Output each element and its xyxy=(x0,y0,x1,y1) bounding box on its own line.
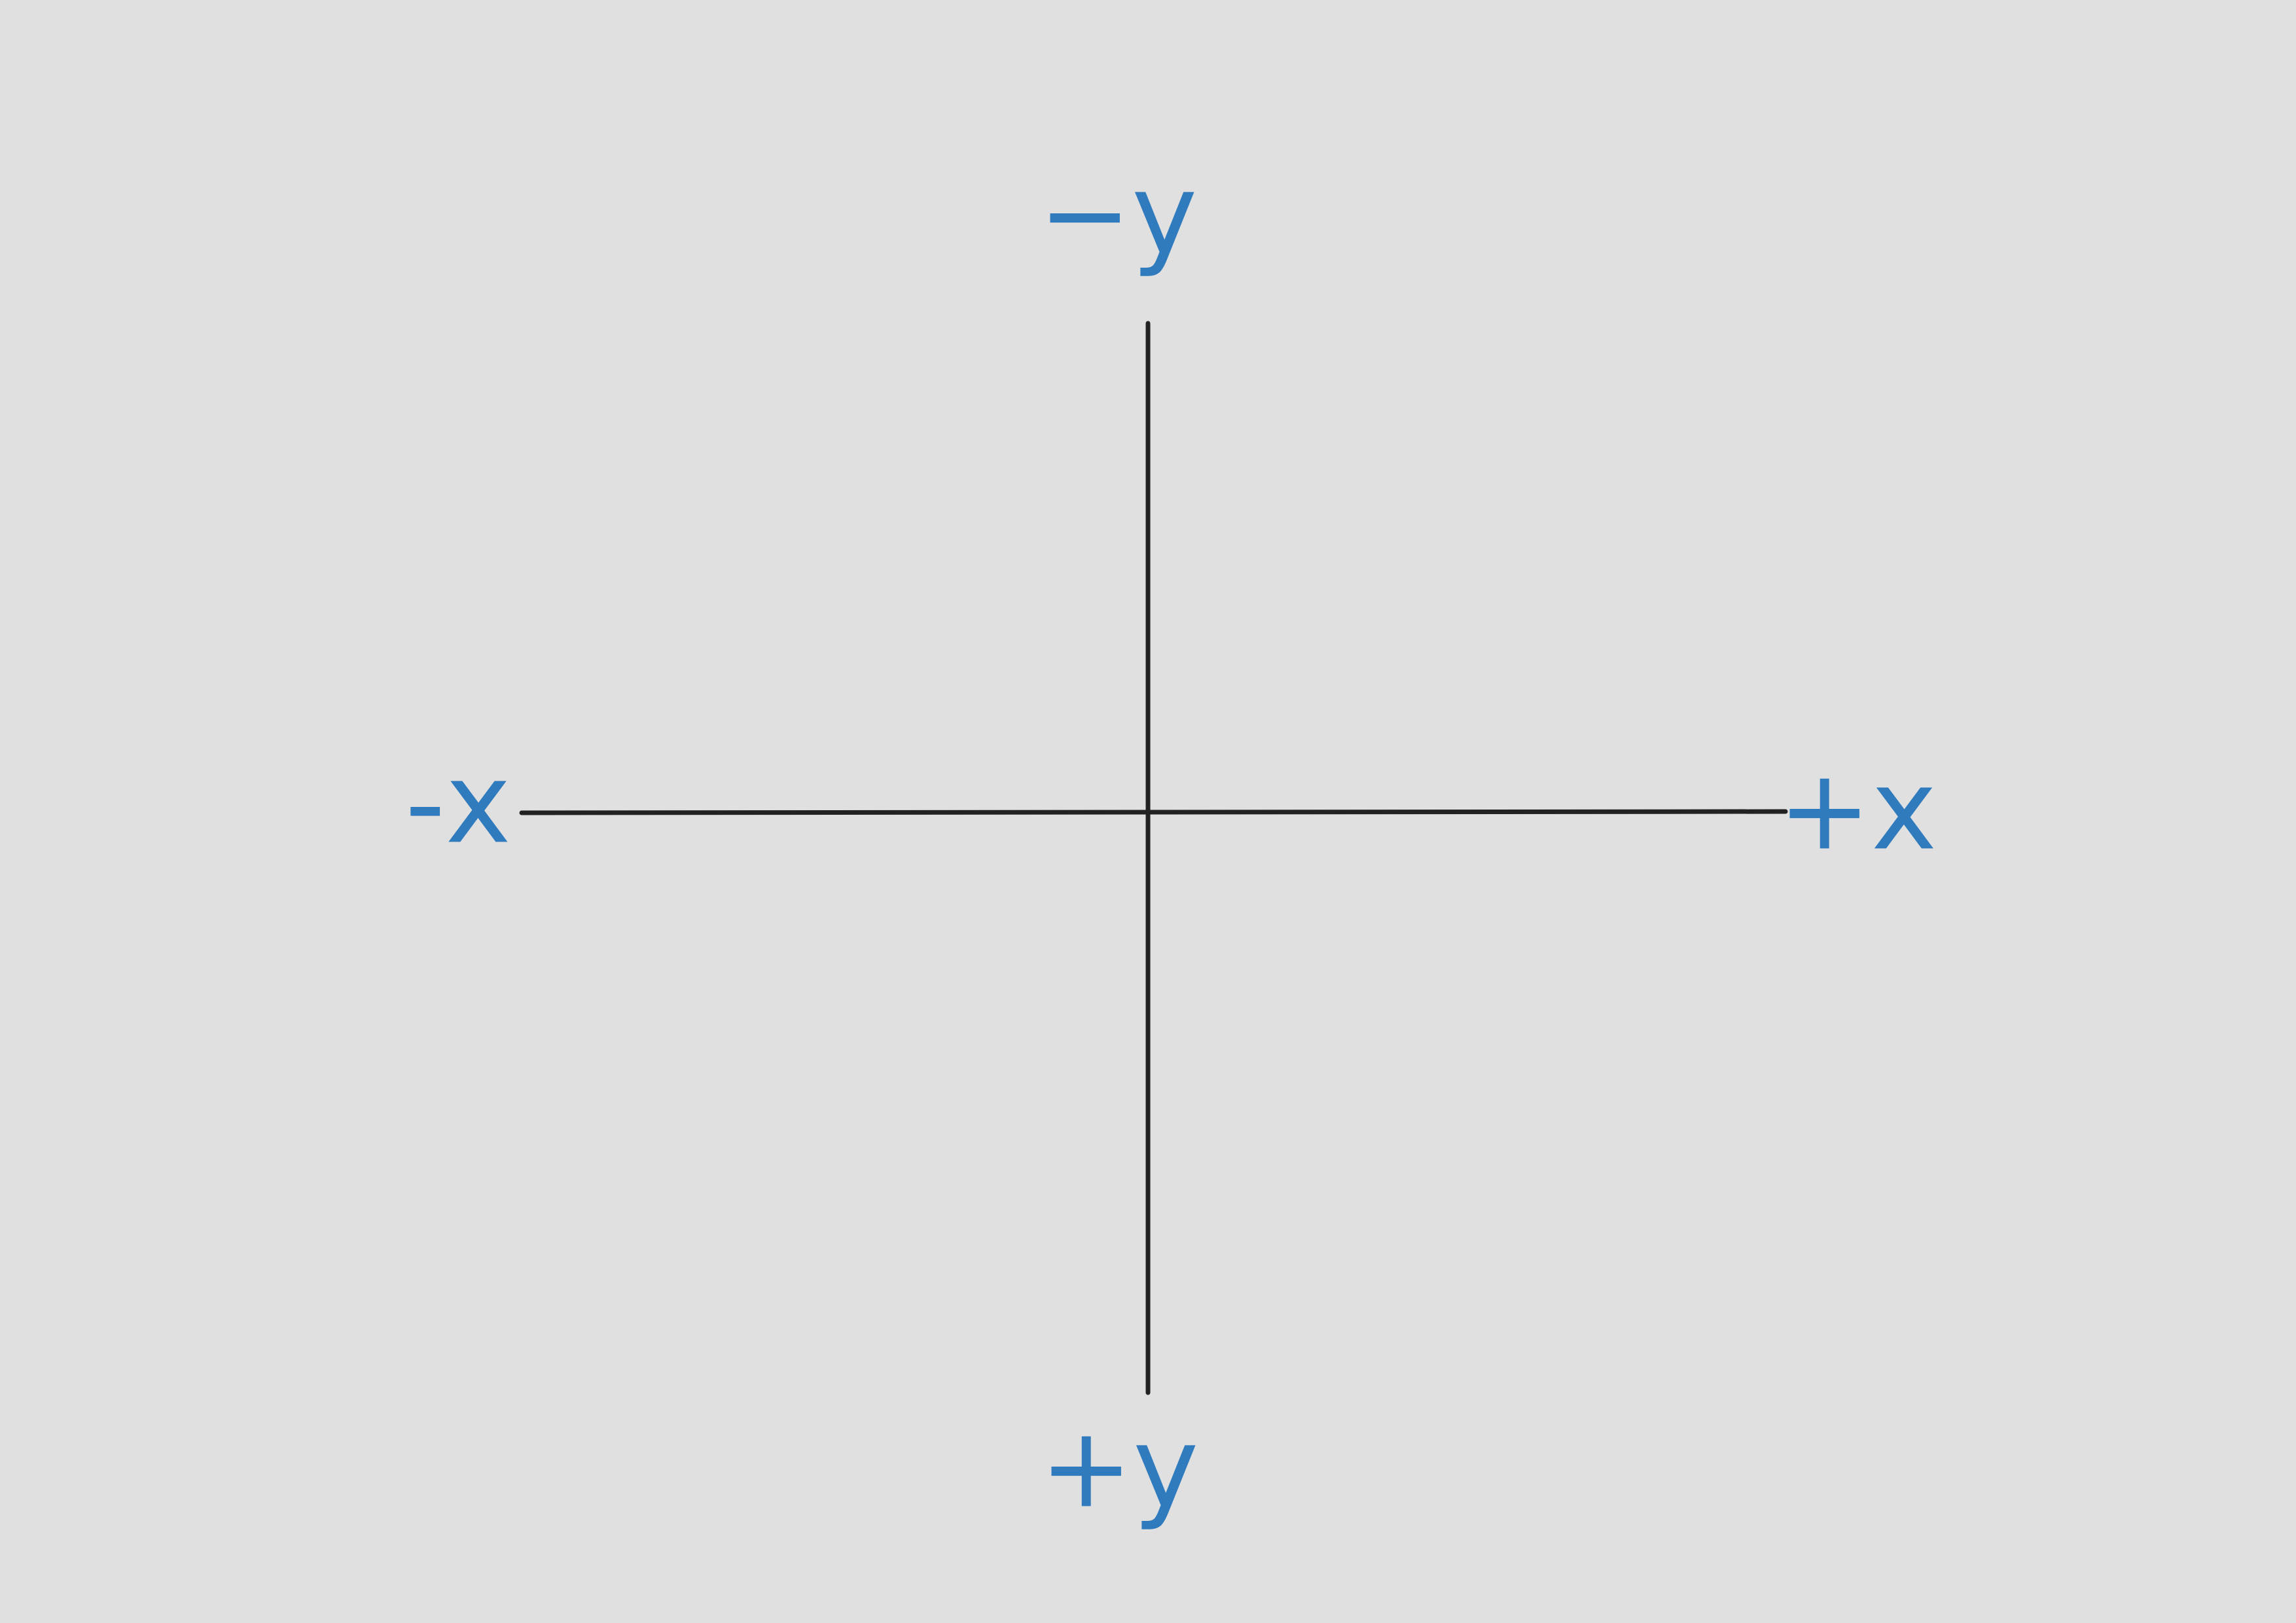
x-axis-line xyxy=(519,809,1788,815)
positive-x-label: +x xyxy=(1778,745,1937,875)
positive-y-label: +y xyxy=(1039,1403,1198,1533)
negative-y-label: −y xyxy=(1038,150,1197,279)
negative-x-label: -x xyxy=(405,739,511,868)
